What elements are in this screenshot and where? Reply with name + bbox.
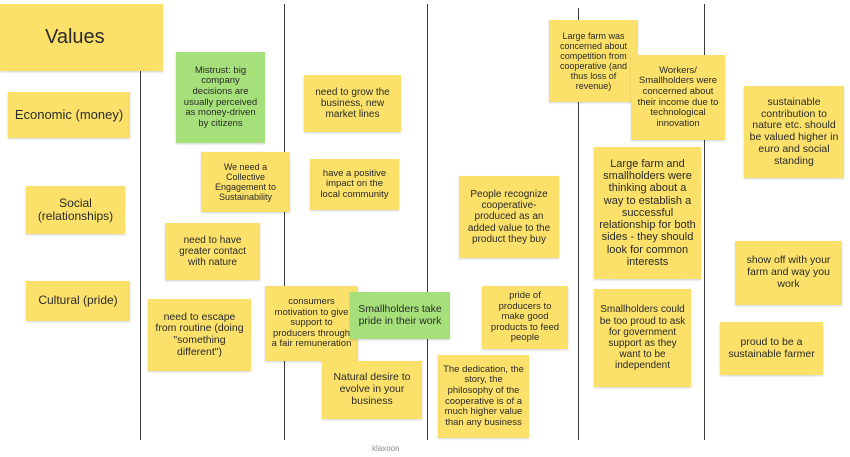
sticky-note-pride-producers[interactable]: pride of producers to make good products… (482, 286, 568, 349)
sticky-note-dedication[interactable]: The dedication, the story, the philosoph… (438, 355, 529, 438)
cultural-label: Cultural (pride) (38, 293, 118, 308)
social-label-note[interactable]: Social (relationships) (26, 186, 125, 234)
sticky-note-people-recognize[interactable]: People recognize cooperative-produced as… (459, 176, 559, 258)
sticky-note-positive-impact[interactable]: have a positive impact on the local comm… (310, 159, 399, 210)
values-title-note[interactable]: Values (0, 4, 163, 71)
sticky-note-grow-business[interactable]: need to grow the business, new market li… (304, 75, 401, 132)
sticky-note-consumers-motivation[interactable]: consumers motivation to give support to … (265, 286, 358, 361)
column-divider (140, 68, 141, 440)
sticky-note-show-off[interactable]: show off with your farm and way you work (735, 241, 842, 305)
sticky-note-workers-concerned[interactable]: Workers/ Smallholders were concerned abo… (631, 55, 725, 140)
sticky-note-sustainable-contribution[interactable]: sustainable contribution to nature etc. … (744, 86, 844, 178)
column-divider (284, 4, 285, 440)
sticky-note-large-farm-thinking[interactable]: Large farm and smallholders were thinkin… (594, 147, 701, 279)
sticky-note-contact-nature[interactable]: need to have greater contact with nature (165, 223, 260, 280)
sticky-note-collective-engagement[interactable]: We need a Collective Engagement to Susta… (201, 152, 290, 212)
values-title: Values (45, 26, 105, 48)
economic-label: Economic (money) (14, 106, 124, 122)
sticky-note-large-farm-concerned[interactable]: Large farm was concerned about competiti… (549, 20, 638, 102)
social-label: Social (relationships) (37, 195, 114, 223)
sticky-note-proud-farmer[interactable]: proud to be a sustainable farmer (720, 322, 823, 375)
sticky-note-natural-desire[interactable]: Natural desire to evolve in your busines… (322, 361, 422, 419)
sticky-note-too-proud[interactable]: Smallholders could be too proud to ask f… (594, 289, 691, 387)
sticky-note-smallholders-pride[interactable]: Smallholders take pride in their work (350, 292, 450, 339)
cultural-label-note[interactable]: Cultural (pride) (26, 281, 130, 321)
economic-label-note[interactable]: Economic (money) (8, 92, 130, 138)
column-divider (704, 4, 705, 440)
sticky-note-escape-routine[interactable]: need to escape from routine (doing "some… (148, 299, 251, 371)
column-divider (578, 8, 579, 440)
sticky-note-mistrust[interactable]: Mistrust: big company decisions are usua… (176, 52, 265, 143)
klaxoon-watermark: klaxoon (372, 444, 400, 453)
column-divider (427, 4, 428, 440)
